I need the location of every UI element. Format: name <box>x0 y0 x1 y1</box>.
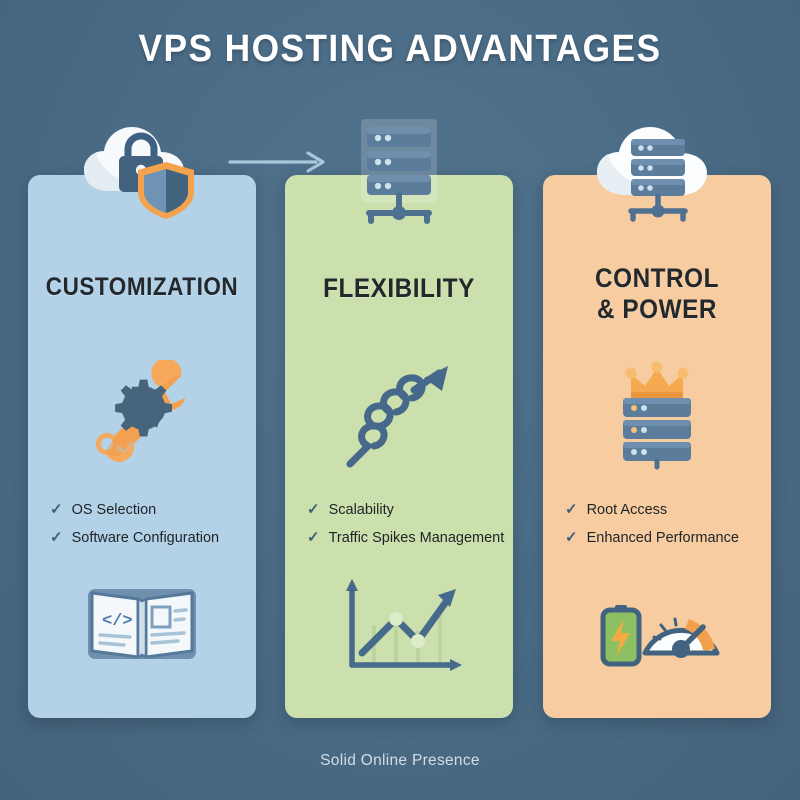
card-title-control-power: CONTROL & POWER <box>554 263 759 326</box>
cloud-server-icon <box>589 113 725 230</box>
open-book-code-icon: </> <box>80 575 204 676</box>
check-icon: ✓ <box>50 528 63 546</box>
bullet-label: Root Access <box>586 502 668 518</box>
bullet-label: Scalability <box>328 502 394 518</box>
card-title-flexibility: FLEXIBILITY <box>323 273 475 303</box>
page-title: VPS HOSTING ADVANTAGES <box>138 28 662 70</box>
coiled-growth-arrow-icon <box>338 360 460 479</box>
card-control-power[interactable]: CONTROL & POWER <box>543 127 771 718</box>
card-title-customization: CUSTOMIZATION <box>45 273 239 301</box>
arrow-right-icon <box>228 148 333 181</box>
battery-speedometer-icon <box>593 575 721 676</box>
check-icon: ✓ <box>565 501 578 518</box>
list-item: ✓ Enhanced Performance <box>543 525 771 553</box>
bullet-label: Software Configuration <box>71 529 220 546</box>
cloud-lock-shield-icon <box>76 113 208 228</box>
list-item: ✓ Software Configuration <box>28 525 256 553</box>
list-item: ✓ Traffic Spikes Management <box>285 525 513 553</box>
check-icon: ✓ <box>565 528 578 546</box>
footer-tagline: Solid Online Presence <box>320 752 480 769</box>
server-rack-network-icon <box>345 113 453 230</box>
check-icon: ✓ <box>307 501 320 518</box>
line-chart-growth-icon <box>334 575 464 686</box>
bullet-list-flexibility: ✓ Scalability ✓ Traffic Spikes Managemen… <box>285 497 513 552</box>
bullet-list-customization: ✓ OS Selection ✓ Software Configuration <box>28 497 256 552</box>
check-icon: ✓ <box>50 501 63 518</box>
card-title-line-1: CONTROL <box>595 263 719 293</box>
bullet-label: Traffic Spikes Management <box>328 529 505 546</box>
check-icon: ✓ <box>307 528 320 546</box>
bullet-label: OS Selection <box>71 502 157 518</box>
list-item: ✓ OS Selection <box>28 497 256 525</box>
crowned-server-icon <box>601 360 713 477</box>
card-customization[interactable]: CUSTOMIZATION ✓ OS Selection <box>28 127 256 718</box>
bullet-list-control-power: ✓ Root Access ✓ Enhanced Performance <box>543 497 771 552</box>
list-item: ✓ Root Access <box>543 497 771 525</box>
wrench-gear-icon <box>77 358 207 477</box>
list-item: ✓ Scalability <box>285 497 513 525</box>
card-title-line-2: & POWER <box>597 294 717 325</box>
card-flexibility[interactable]: FLEXIBILITY ✓ Scalability <box>285 119 513 718</box>
svg-text:</>: </> <box>102 612 133 631</box>
bullet-label: Enhanced Performance <box>586 529 739 546</box>
